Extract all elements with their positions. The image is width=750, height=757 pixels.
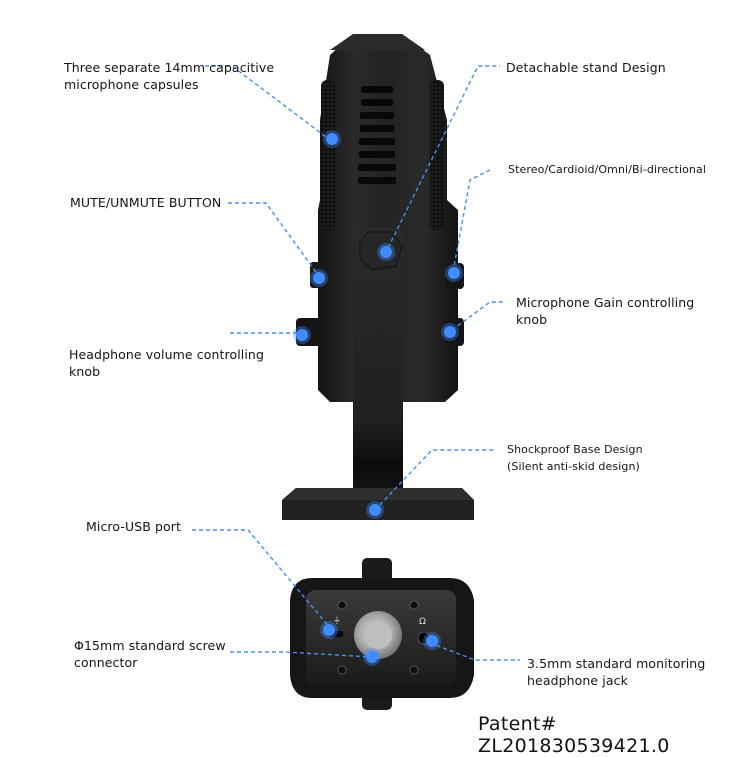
label-line: microphone capsules (64, 77, 199, 92)
label-line: Stereo/Cardioid/Omni/Bi-directional (508, 163, 706, 176)
label-usb: Micro-USB port (86, 518, 181, 535)
label-line: Microphone Gain controlling (516, 295, 695, 310)
microphone-body (282, 34, 474, 520)
label-line: knob (516, 312, 548, 327)
label-line: Micro-USB port (86, 519, 182, 534)
patent-number: Patent# ZL201830539421.0 (478, 713, 670, 757)
label-mute: MUTE/UNMUTE BUTTON (70, 194, 221, 211)
label-screw: Φ15mm standard screw connector (74, 637, 226, 671)
leader-lines (192, 65, 520, 661)
label-line: MUTE/UNMUTE BUTTON (70, 195, 222, 210)
label-line: connector (74, 655, 138, 670)
callout-dots (293, 130, 463, 666)
label-jack: 3.5mm standard monitoring headphone jack (527, 655, 705, 689)
label-line: headphone jack (527, 673, 628, 688)
label-line: Three separate 14mm capacitive (64, 60, 275, 75)
label-gain: Microphone Gain controlling knob (516, 294, 694, 328)
label-headphone-volume: Headphone volume controlling knob (69, 346, 264, 380)
label-patterns: Stereo/Cardioid/Omni/Bi-directional (508, 161, 706, 178)
label-line: Shockproof Base Design (507, 443, 643, 456)
label-base: Shockproof Base Design (Silent anti-skid… (507, 441, 643, 475)
label-line: Detachable stand Design (506, 60, 666, 75)
headphone-icon: Ω (419, 617, 426, 627)
label-capsules: Three separate 14mm capacitive microphon… (64, 59, 274, 93)
label-line: Φ15mm standard screw (74, 638, 226, 653)
label-line: Headphone volume controlling (69, 347, 264, 362)
label-stand: Detachable stand Design (506, 59, 666, 76)
usb-icon: ⏚ (333, 616, 341, 625)
label-line: knob (69, 364, 101, 379)
bottom-view: ⏚ Ω (290, 558, 474, 710)
label-line: 3.5mm standard monitoring (527, 656, 706, 671)
label-line: (Silent anti-skid design) (507, 460, 640, 473)
